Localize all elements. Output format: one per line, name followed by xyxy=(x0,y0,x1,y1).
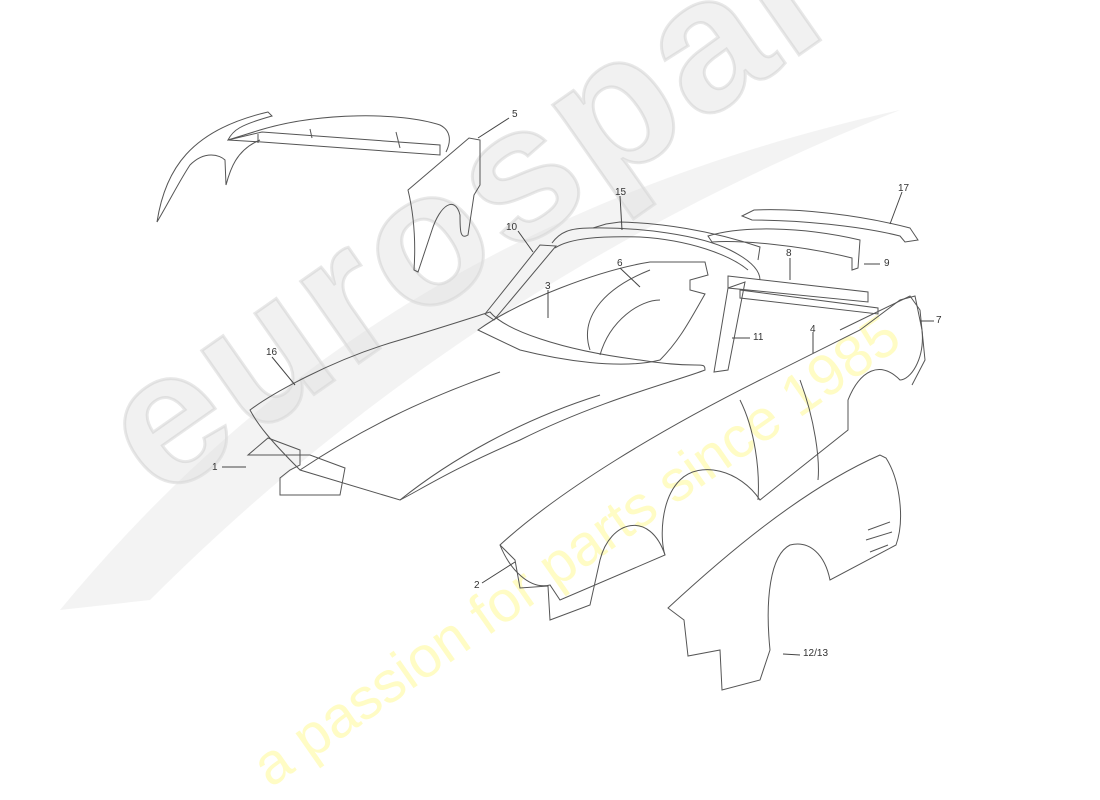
part-15-roof-frame xyxy=(551,221,761,281)
part-9-roof-rail xyxy=(707,228,861,271)
callout-16[interactable]: 16 xyxy=(266,347,278,358)
callout-5[interactable]: 5 xyxy=(512,109,518,120)
part-12-13-wing xyxy=(667,454,901,691)
callout-1[interactable]: 1 xyxy=(212,462,218,473)
leader-lines xyxy=(222,117,934,656)
callout-8[interactable]: 8 xyxy=(786,248,792,259)
callout-17[interactable]: 17 xyxy=(898,183,910,194)
callout-11[interactable]: 11 xyxy=(753,332,764,343)
callout-10[interactable]: 10 xyxy=(506,222,518,233)
part-16-bonnet xyxy=(249,311,706,501)
part-11-b-pillar xyxy=(713,281,746,373)
part-8-sill xyxy=(727,275,879,315)
callout-15[interactable]: 15 xyxy=(615,187,627,198)
part-3-windscreen xyxy=(477,261,709,365)
callout-12-13[interactable]: 12/13 xyxy=(803,648,829,659)
callout-2[interactable]: 2 xyxy=(474,580,480,591)
callout-7[interactable]: 7 xyxy=(936,315,942,326)
callout-4[interactable]: 4 xyxy=(810,324,816,335)
callout-6[interactable]: 6 xyxy=(617,258,623,269)
part-6-door-inner xyxy=(587,269,661,356)
callout-9[interactable]: 9 xyxy=(884,258,890,269)
part-4-body-side xyxy=(499,295,923,601)
part-1-front-panel xyxy=(246,437,346,496)
callout-3[interactable]: 3 xyxy=(545,281,551,292)
part-17-rear-roof xyxy=(740,209,919,243)
part-10-a-pillar-trim xyxy=(484,244,558,321)
part-5-rear-panel xyxy=(156,111,481,273)
